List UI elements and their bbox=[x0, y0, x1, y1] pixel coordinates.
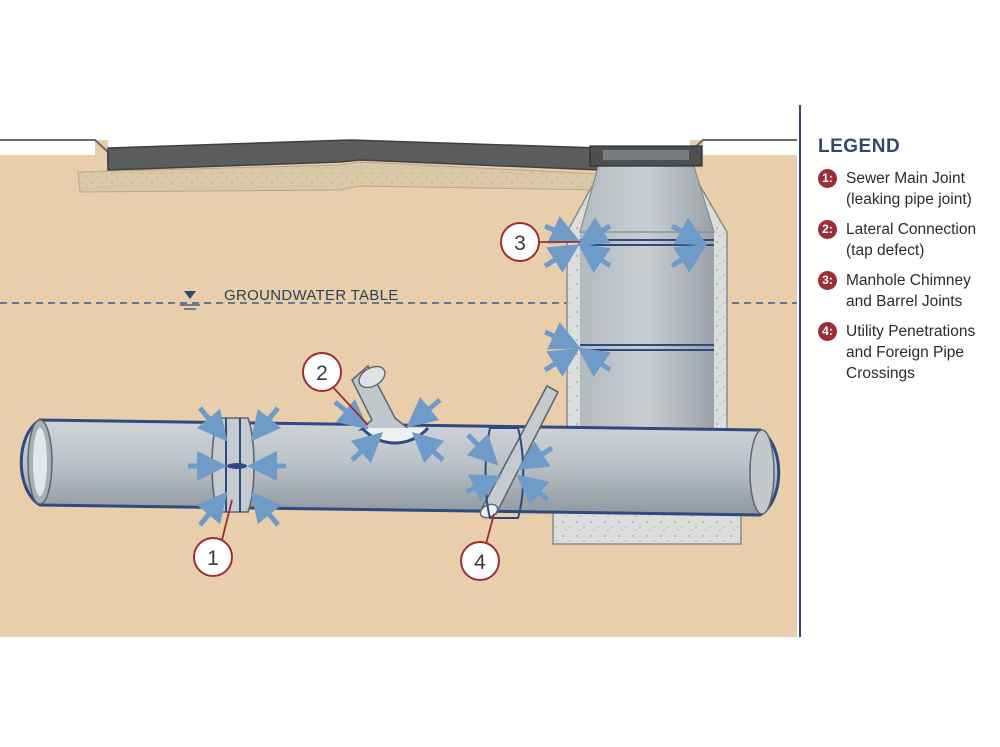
legend-item-2-line2: (tap defect) bbox=[846, 242, 925, 259]
legend-item-1-line2: (leaking pipe joint) bbox=[846, 191, 972, 208]
manhole-base-slab bbox=[552, 511, 742, 545]
legend-item-2-line1: Lateral Connection bbox=[846, 221, 977, 238]
water-level-icon bbox=[180, 291, 200, 310]
legend-item-utility-penetrations: 4: Utility Penetrations and Foreign Pipe… bbox=[818, 321, 993, 384]
pipe-end-opening-right bbox=[749, 429, 775, 515]
sewer-main-joint-collar bbox=[211, 417, 255, 513]
legend-item-4-line1: Utility Penetrations bbox=[846, 323, 976, 340]
callout-4: 4 bbox=[460, 541, 500, 581]
callout-3: 3 bbox=[500, 222, 540, 262]
legend-item-lateral-connection: 2: Lateral Connection (tap defect) bbox=[818, 219, 993, 261]
legend-badge-1: 1: bbox=[818, 169, 837, 188]
legend-item-3-line1: Manhole Chimney bbox=[846, 272, 971, 289]
callout-3-number: 3 bbox=[514, 232, 526, 255]
legend-item-4-line3: Crossings bbox=[846, 365, 915, 382]
manhole-cover bbox=[603, 150, 689, 160]
legend-badge-4: 4: bbox=[818, 322, 837, 341]
legend-badge-2: 2: bbox=[818, 220, 837, 239]
legend-item-manhole-joints: 3: Manhole Chimney and Barrel Joints bbox=[818, 270, 993, 312]
callout-1-number: 1 bbox=[207, 547, 219, 570]
groundwater-table-label: GROUNDWATER TABLE bbox=[224, 287, 399, 304]
legend-item-4-line2: and Foreign Pipe bbox=[846, 344, 965, 361]
callout-2: 2 bbox=[302, 352, 342, 392]
asphalt-pavement bbox=[107, 139, 601, 171]
legend-item-sewer-main-joint: 1: Sewer Main Joint (leaking pipe joint) bbox=[818, 168, 993, 210]
sewer-main-pipe bbox=[19, 418, 781, 517]
legend-title: LEGEND bbox=[818, 136, 901, 157]
infiltration-arrows bbox=[188, 216, 708, 527]
legend-badge-3: 3: bbox=[818, 271, 837, 290]
callout-leader-lines bbox=[221, 241, 580, 545]
legend-panel: LEGEND 1: Sewer Main Joint (leaking pipe… bbox=[818, 136, 993, 393]
callout-2-number: 2 bbox=[316, 362, 328, 385]
manhole-cone-interior bbox=[579, 159, 715, 233]
legend-item-1-line1: Sewer Main Joint bbox=[846, 170, 965, 187]
legend-item-3-line2: and Barrel Joints bbox=[846, 293, 963, 310]
callout-4-number: 4 bbox=[474, 551, 486, 574]
callout-1: 1 bbox=[193, 537, 233, 577]
